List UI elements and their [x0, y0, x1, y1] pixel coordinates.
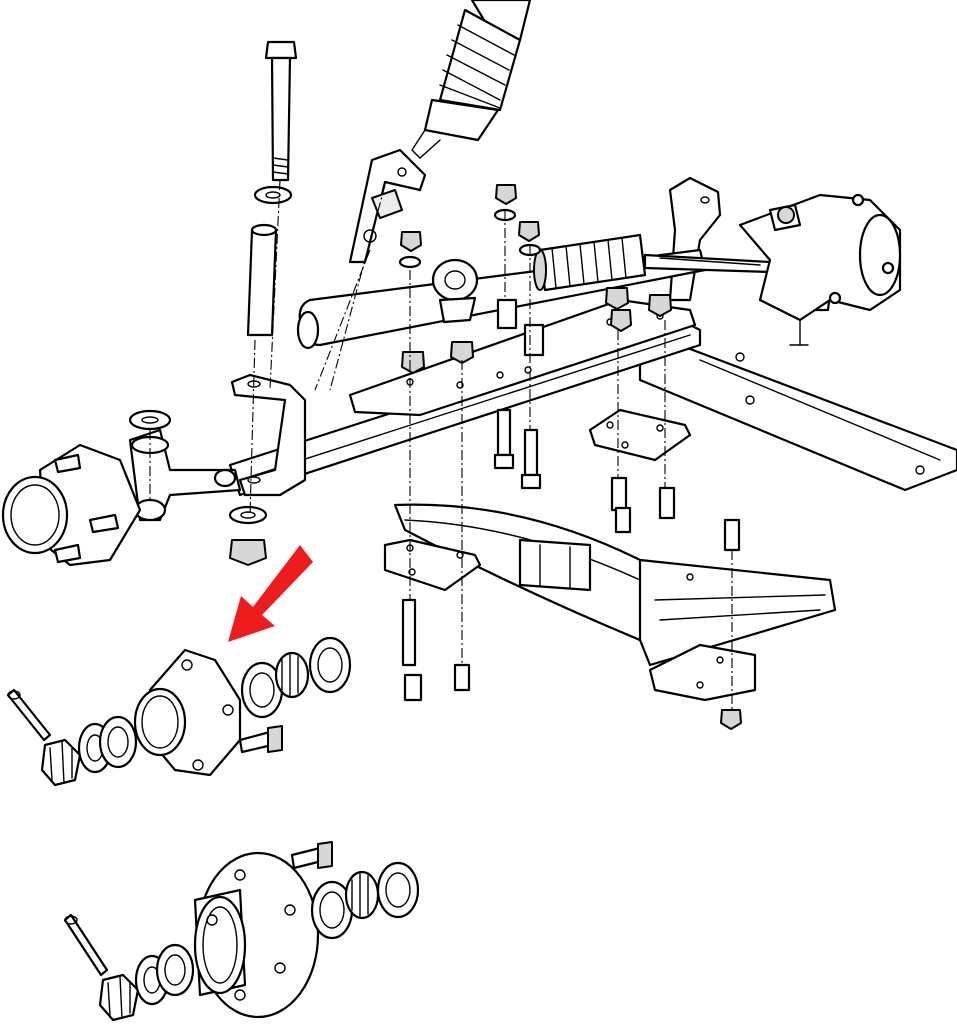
seal-1 — [308, 636, 352, 694]
cotter-pin-1 — [6, 688, 52, 742]
kingpin-bushing — [246, 223, 278, 337]
kingpin-bolt — [253, 40, 298, 205]
detail-hub-round-flange — [63, 841, 420, 1022]
hub-assembly-left — [1, 443, 142, 567]
spring-clamp — [518, 538, 592, 592]
front-axle-beam — [228, 298, 702, 497]
seal-2 — [376, 861, 420, 919]
kingpin-bracket-right — [668, 176, 722, 302]
washer-stack-left — [128, 409, 268, 566]
castle-nut-1 — [40, 738, 82, 787]
roller-bearing-2 — [344, 870, 380, 920]
spindle-left — [128, 428, 242, 522]
castle-nut-2 — [98, 973, 140, 1022]
assembly-guides — [149, 179, 733, 710]
washer-2 — [155, 943, 195, 997]
plate-nuts — [401, 287, 672, 374]
shackle-plate — [588, 408, 692, 462]
spring-bolts — [401, 476, 742, 730]
detail-hub-square-flange — [6, 636, 352, 787]
steering-bracket — [348, 148, 427, 264]
spring-plate-right — [648, 643, 757, 702]
roller-bearing-1 — [274, 651, 310, 699]
steering-column — [411, 0, 532, 159]
rack-bolts — [398, 184, 545, 490]
callout-arrow — [228, 545, 313, 642]
washer-1 — [98, 715, 138, 769]
spindle-right — [738, 193, 902, 346]
chassis-frame — [638, 328, 957, 492]
